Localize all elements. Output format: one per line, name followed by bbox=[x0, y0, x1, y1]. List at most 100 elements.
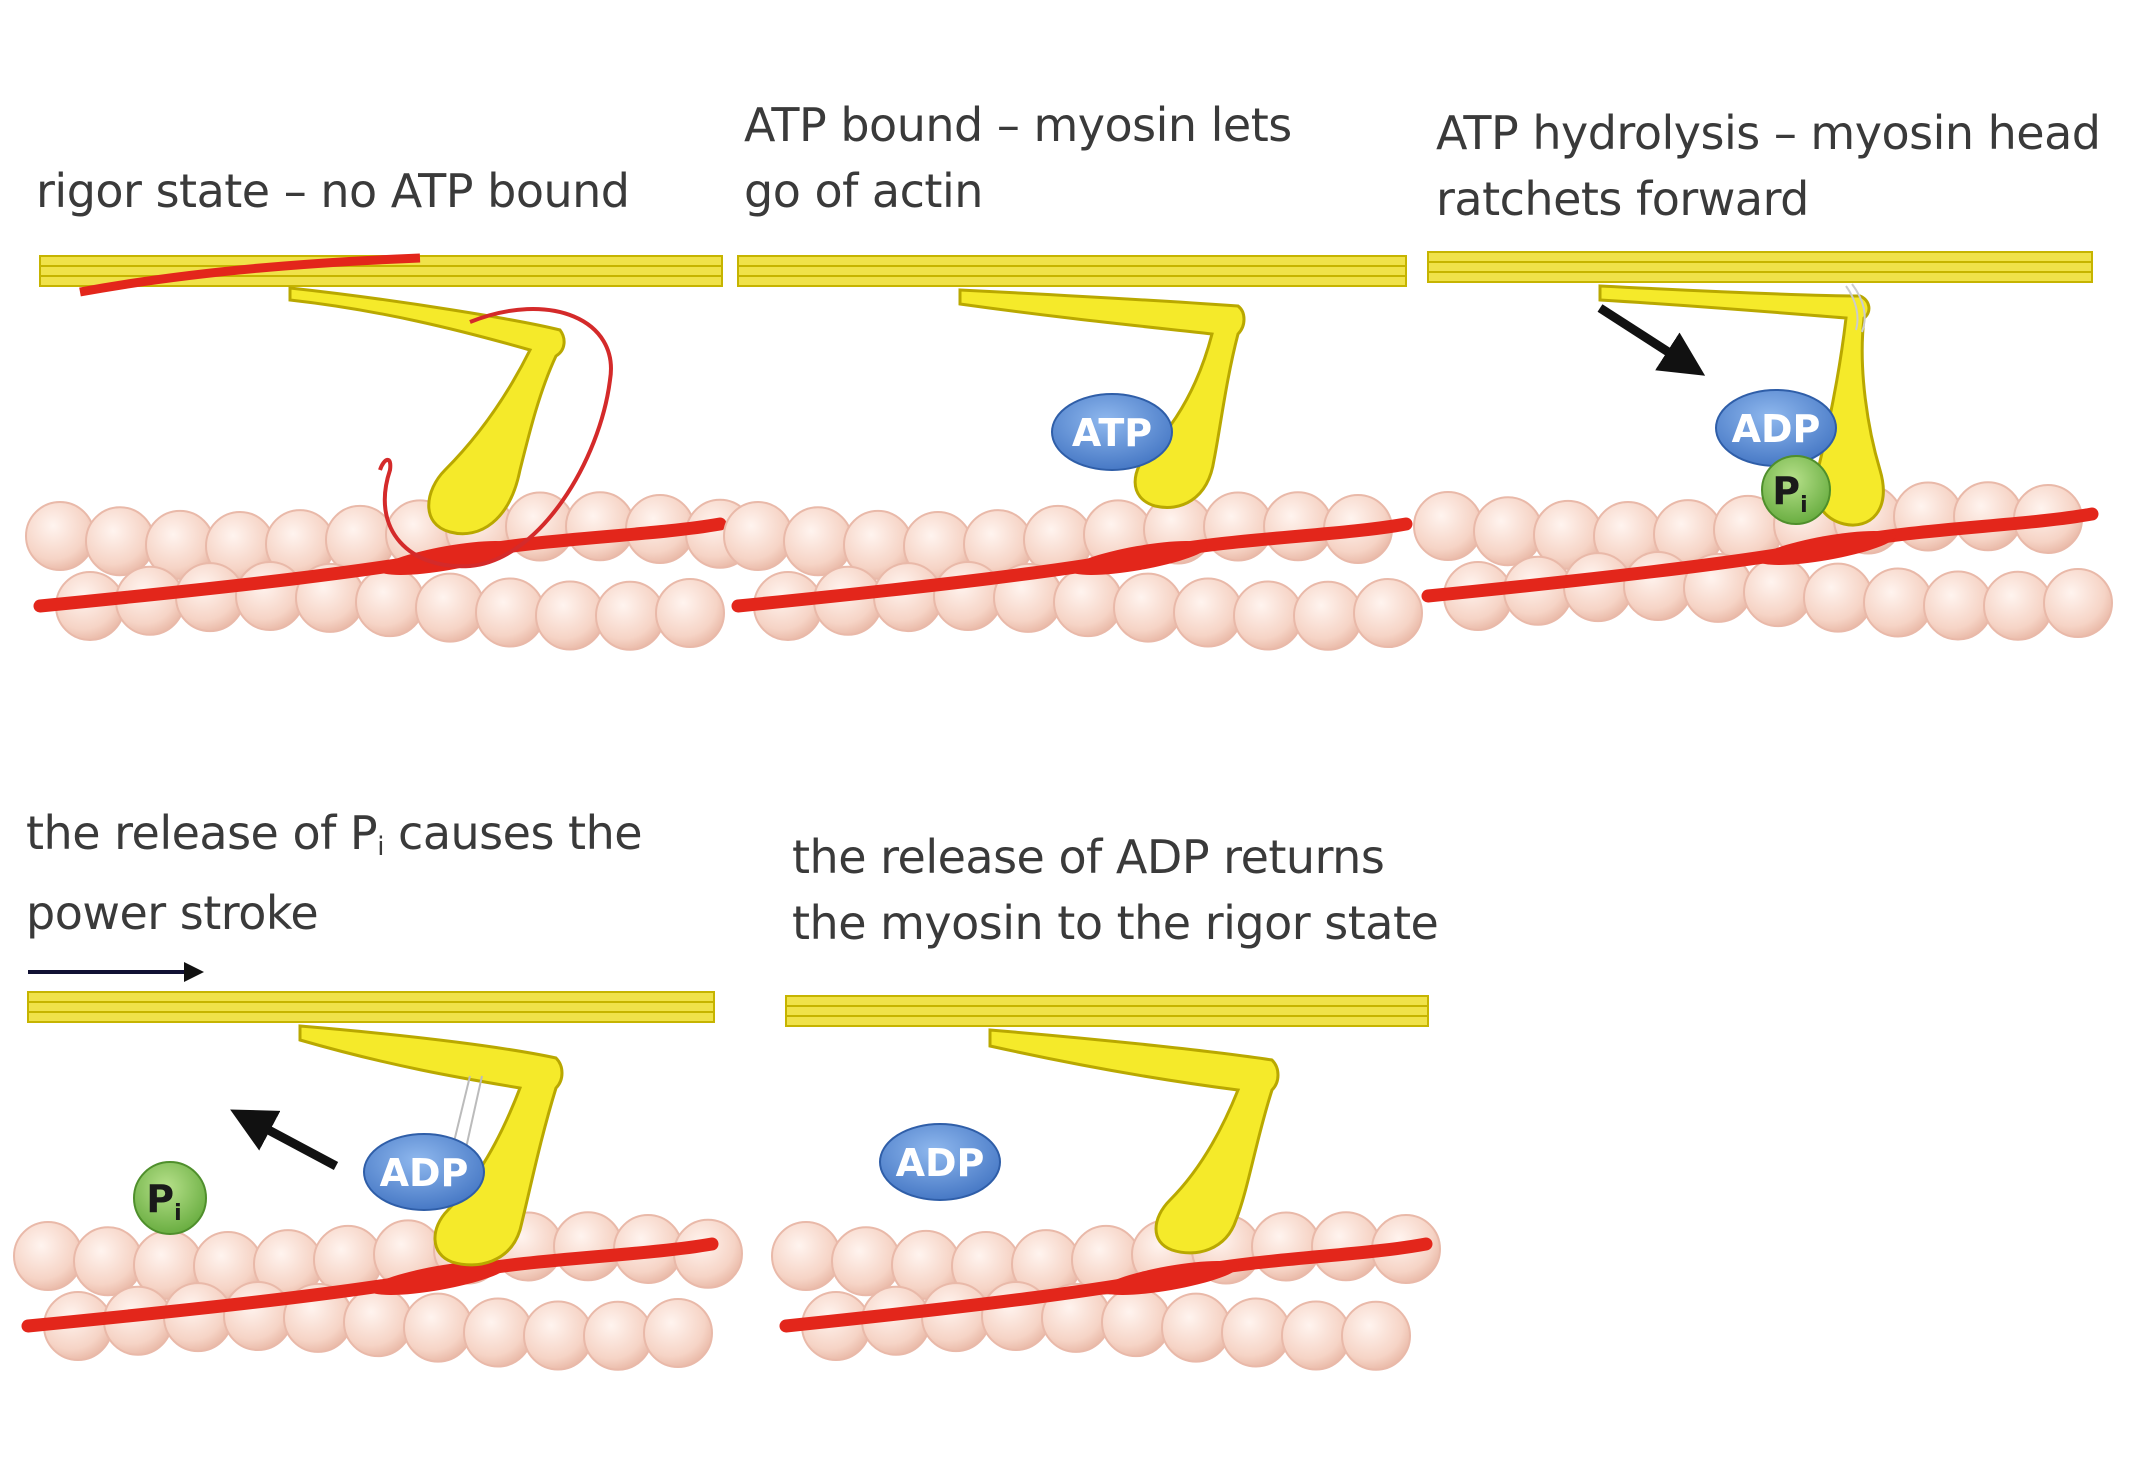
actin-filament bbox=[1413, 481, 2113, 641]
actin-bead bbox=[2043, 568, 2113, 639]
actin-bead bbox=[535, 580, 605, 651]
adp-molecule: ADP bbox=[363, 1133, 485, 1211]
thick-filament bbox=[737, 255, 1407, 287]
actin-bead bbox=[655, 578, 725, 649]
actin-bead bbox=[595, 580, 665, 651]
thick-filament bbox=[1427, 251, 2093, 283]
myosin-head bbox=[1598, 283, 1885, 527]
caption-subscript: i bbox=[377, 832, 384, 862]
adp-label: ADP bbox=[380, 1151, 469, 1195]
troponin-bulge bbox=[379, 541, 517, 575]
actin-bead bbox=[1863, 567, 1933, 638]
panel-rigor-state bbox=[25, 253, 755, 651]
actin-bead bbox=[1743, 557, 1813, 628]
atp-label: ATP bbox=[1072, 411, 1152, 455]
caption-atp-bound: ATP bound – myosin lets go of actin bbox=[744, 92, 1292, 224]
phosphate-molecule: Pi bbox=[1761, 455, 1831, 525]
actin-bead bbox=[1233, 580, 1303, 651]
myosin-head bbox=[958, 288, 1246, 509]
caption-pi-release: the release of Pi causes the power strok… bbox=[26, 800, 643, 946]
caption-rigor-state: rigor state – no ATP bound bbox=[36, 158, 630, 224]
actin-bead bbox=[1803, 562, 1873, 633]
troponin-bulge bbox=[369, 1261, 508, 1295]
phosphate-label: Pi bbox=[1772, 469, 1807, 518]
actin-bead bbox=[723, 501, 793, 571]
caption-line: the release of Pi causes the bbox=[26, 800, 643, 880]
actin-bead bbox=[783, 506, 853, 577]
actin-bead bbox=[415, 572, 485, 643]
actin-bead bbox=[475, 577, 545, 648]
myosin-head bbox=[288, 286, 566, 536]
panel-power-stroke: ADP Pi bbox=[13, 962, 743, 1371]
actin-bead bbox=[921, 1282, 991, 1353]
caption-line: the release of ADP returns bbox=[792, 830, 1385, 884]
actin-bead bbox=[1221, 1297, 1291, 1368]
actin-bead bbox=[85, 506, 155, 577]
release-arrow bbox=[230, 1109, 339, 1170]
actin-bead bbox=[1473, 496, 1543, 567]
caption-line: rigor state – no ATP bound bbox=[36, 164, 630, 218]
caption-line: ratchets forward bbox=[1436, 172, 1809, 226]
actin-bead bbox=[1953, 481, 2023, 552]
actin-bead bbox=[1983, 570, 2053, 641]
actin-bead bbox=[1341, 1300, 1411, 1371]
thick-filament bbox=[27, 991, 715, 1023]
adp-label: ADP bbox=[1732, 407, 1821, 451]
thick-filament bbox=[39, 253, 723, 297]
caption-line: ATP hydrolysis – myosin head bbox=[1436, 106, 2101, 160]
panel-atp-hydrolysis: ADP Pi bbox=[1413, 251, 2113, 641]
troponin-bulge bbox=[1101, 1261, 1239, 1295]
thick-filament bbox=[785, 995, 1429, 1027]
actin-bead bbox=[1923, 570, 1993, 641]
actin-bead bbox=[1161, 1292, 1231, 1363]
myosin-head bbox=[988, 1028, 1280, 1255]
actin-filament bbox=[13, 1211, 743, 1371]
adp-label: ADP bbox=[896, 1141, 985, 1185]
phosphate-molecule: Pi bbox=[133, 1161, 207, 1235]
actin-bead bbox=[343, 1287, 413, 1358]
actin-bead bbox=[1293, 580, 1363, 651]
actin-bead bbox=[831, 1226, 901, 1297]
actin-bead bbox=[1173, 577, 1243, 648]
caption-line: the myosin to the rigor state bbox=[792, 896, 1439, 950]
actin-bead bbox=[1263, 491, 1333, 562]
actin-bead bbox=[13, 1221, 83, 1291]
actin-filament bbox=[771, 1211, 1441, 1371]
actin-bead bbox=[223, 1281, 293, 1352]
actin-bead bbox=[1281, 1300, 1351, 1371]
adp-molecule: ADP bbox=[1715, 389, 1837, 467]
caption-atp-hydrolysis: ATP hydrolysis – myosin head ratchets fo… bbox=[1436, 100, 2101, 232]
caption-adp-release: the release of ADP returns the myosin to… bbox=[792, 824, 1439, 956]
adp-molecule: ADP bbox=[879, 1123, 1001, 1201]
actin-bead bbox=[643, 1298, 713, 1369]
actin-bead bbox=[771, 1221, 841, 1291]
panel-atp-bound: ATP bbox=[723, 255, 1423, 651]
actin-bead bbox=[73, 1226, 143, 1297]
actin-bead bbox=[1251, 1211, 1321, 1282]
annotation-circle bbox=[378, 307, 613, 569]
actin-bead bbox=[553, 1211, 623, 1282]
actin-bead bbox=[355, 567, 425, 638]
actin-bead bbox=[1101, 1287, 1171, 1358]
actin-bead bbox=[463, 1297, 533, 1368]
panel-adp-release: ADP bbox=[771, 995, 1441, 1371]
caption-line: power stroke bbox=[26, 886, 319, 940]
actin-filament bbox=[25, 491, 755, 651]
troponin-bulge bbox=[1069, 541, 1208, 575]
actin-bead bbox=[583, 1300, 653, 1371]
myosin-head bbox=[298, 1024, 564, 1267]
actin-bead bbox=[1053, 567, 1123, 638]
caption-text: causes the bbox=[383, 806, 643, 860]
caption-line: go of actin bbox=[744, 164, 983, 218]
caption-line: ATP bound – myosin lets bbox=[744, 98, 1292, 152]
troponin-bulge bbox=[1757, 531, 1896, 565]
actin-bead bbox=[565, 491, 635, 562]
actin-bead bbox=[1113, 572, 1183, 643]
actin-bead bbox=[1413, 491, 1483, 561]
direction-arrow bbox=[1597, 304, 1706, 376]
actin-bead bbox=[25, 501, 95, 571]
actin-bead bbox=[523, 1300, 593, 1371]
atp-molecule: ATP bbox=[1051, 393, 1173, 471]
actin-bead bbox=[1353, 578, 1423, 649]
